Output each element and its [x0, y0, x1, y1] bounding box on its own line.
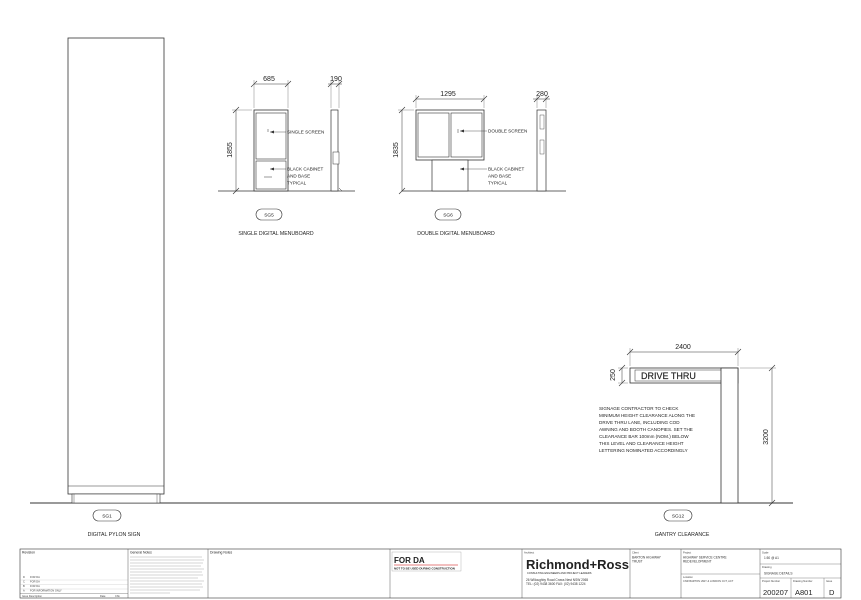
- revision-header: Revision: [22, 551, 35, 555]
- single-cabinet-label-3: TYPICAL: [287, 181, 307, 186]
- status-sub: NOT TO BE USED DURING CONSTRUCTION: [394, 567, 455, 571]
- gantry-caption: GANTRY CLEARANCE: [655, 532, 710, 538]
- issue-value: D: [829, 588, 835, 597]
- double-cabinet-label-1: BLACK CABINET: [488, 167, 524, 172]
- revision-row: A FOR INFORMATION ONLY: [20, 589, 128, 594]
- issue-label: Issue: [826, 579, 833, 583]
- scale-label: Scale: [762, 551, 769, 555]
- gantry-note-line-4: AWNING AND BOOTH CANOPIES. SET THE: [599, 427, 693, 432]
- gantry-note-line-2: MINIMUM HEIGHT CLEARANCE ALONG THE: [599, 413, 695, 418]
- single-width-dim: 685: [263, 76, 275, 83]
- gantry-note-line-6: THIS LEVEL AND CLEARANCE HEIGHT: [599, 441, 684, 446]
- title-block: Revision D FOR DA C FOR DA B FOR DA A FO…: [19, 548, 842, 599]
- single-screen-label: SINGLE SCREEN: [287, 130, 324, 135]
- single-menuboard-drawing: 685 190 1855 SINGLE SCREEN BLACK CABINET…: [218, 76, 355, 237]
- pylon-caption: DIGITAL PYLON SIGN: [88, 532, 141, 538]
- firm-logo: Richmond+Ross: [526, 557, 629, 572]
- revision-rev: D: [23, 575, 25, 579]
- project-line-2: REDEVELOPMENT: [683, 560, 712, 564]
- gantry-height-dim: 3200: [763, 429, 770, 445]
- drawing-number-label: Drawing Number: [793, 579, 813, 583]
- drawing-title: SIGNAGE DETAILS: [764, 572, 792, 576]
- gantry-width-dim: 2400: [675, 344, 691, 351]
- architect-label: Architect: [524, 551, 534, 555]
- pylon-tag: SG1: [102, 514, 112, 520]
- project-number: 200207: [763, 588, 788, 597]
- revision-rev: C: [23, 580, 25, 584]
- revision-row: D FOR DA: [20, 575, 128, 581]
- revision-rev: A: [23, 589, 25, 593]
- single-menuboard-tag: SG5: [264, 213, 274, 219]
- revision-desc: FOR DA: [30, 584, 40, 588]
- client-line-1: BARTON HIGHWAY: [632, 556, 662, 560]
- location-value: CNR BARTON HWY & LONDON CCT, ACT: [683, 579, 734, 583]
- gantry-note-line-7: LETTERING NOMINATED ACCORDINGLY: [599, 448, 688, 453]
- double-height-dim: 1835: [393, 142, 400, 158]
- double-depth-dim: 280: [536, 91, 548, 98]
- gantry-bar-dim: 250: [610, 369, 617, 381]
- double-menuboard-tag: SG6: [443, 213, 453, 219]
- issue-description-label: Issue Description: [22, 594, 42, 598]
- gantry-tag: SG12: [672, 514, 685, 520]
- single-cabinet-label-1: BLACK CABINET: [287, 167, 323, 172]
- general-notes-header: General Notes: [130, 551, 152, 555]
- double-cabinet-label-2: AND BASE: [488, 174, 511, 179]
- gantry-clearance-drawing: DRIVE THRU 2400 250 3200 SIGNAGE CONTRAC…: [599, 344, 776, 538]
- drawing-label: Drawing: [762, 565, 772, 569]
- client-label: Client: [632, 551, 639, 555]
- scale-value: 1:50 @ A1: [764, 556, 779, 560]
- drawing-number: A801: [795, 588, 813, 597]
- firm-phone: TEL: (02) 9438 3600 FAX: (02) 9438 1224: [526, 582, 586, 586]
- revision-desc: FOR INFORMATION ONLY: [30, 589, 62, 593]
- pylon-sign-drawing: SG1 DIGITAL PYLON SIGN: [67, 37, 165, 538]
- gantry-note-line-1: SIGNAGE CONTRACTOR TO CHECK: [599, 406, 679, 411]
- single-height-dim: 1855: [227, 142, 234, 158]
- project-label: Project: [683, 551, 691, 555]
- project-line-1: HIGHWAY SERVICE CENTRE: [683, 556, 727, 560]
- double-screen-label: DOUBLE SCREEN: [488, 129, 527, 134]
- double-menuboard-caption: DOUBLE DIGITAL MENUBOARD: [417, 231, 495, 237]
- revision-row: B FOR DA: [20, 584, 128, 590]
- date-label: Date: [100, 594, 106, 598]
- gantry-sign-text: DRIVE THRU: [641, 371, 696, 381]
- project-number-label: Project Number: [762, 579, 780, 583]
- gantry-note-line-3: DRIVE THRU LANE, INCLUDING COD: [599, 420, 680, 425]
- double-width-dim: 1295: [440, 91, 456, 98]
- gantry-note-line-5: CLEARANCE BAR 100mm (NOM.) BELOW: [599, 434, 689, 439]
- firm-tagline: CONSULTING ENGINEERS AND PROJECT LEADERS: [527, 571, 592, 575]
- chk-label: Chk: [115, 594, 120, 598]
- drawing-notes-header: Drawing Notes: [210, 551, 233, 555]
- revision-rev: B: [23, 584, 25, 588]
- general-notes-text: [130, 556, 204, 594]
- single-menuboard-caption: SINGLE DIGITAL MENUBOARD: [238, 231, 313, 237]
- revision-row: C FOR DA: [20, 580, 128, 585]
- double-menuboard-drawing: 1295 280 1835 DOUBLE SCREEN BLACK CABINE…: [393, 91, 566, 237]
- firm-address: 26 Willoughby Road Crows Nest NSW 2065: [526, 578, 588, 582]
- single-depth-dim: 190: [330, 76, 342, 83]
- status-stamp: FOR DA: [394, 556, 425, 565]
- revision-desc: FOR DA: [30, 575, 40, 579]
- double-cabinet-label-3: TYPICAL: [488, 181, 508, 186]
- location-label: Location: [683, 575, 693, 579]
- revision-desc: FOR DA: [30, 580, 40, 584]
- single-cabinet-label-2: AND BASE: [287, 174, 310, 179]
- client-line-2: TRUST: [632, 560, 643, 564]
